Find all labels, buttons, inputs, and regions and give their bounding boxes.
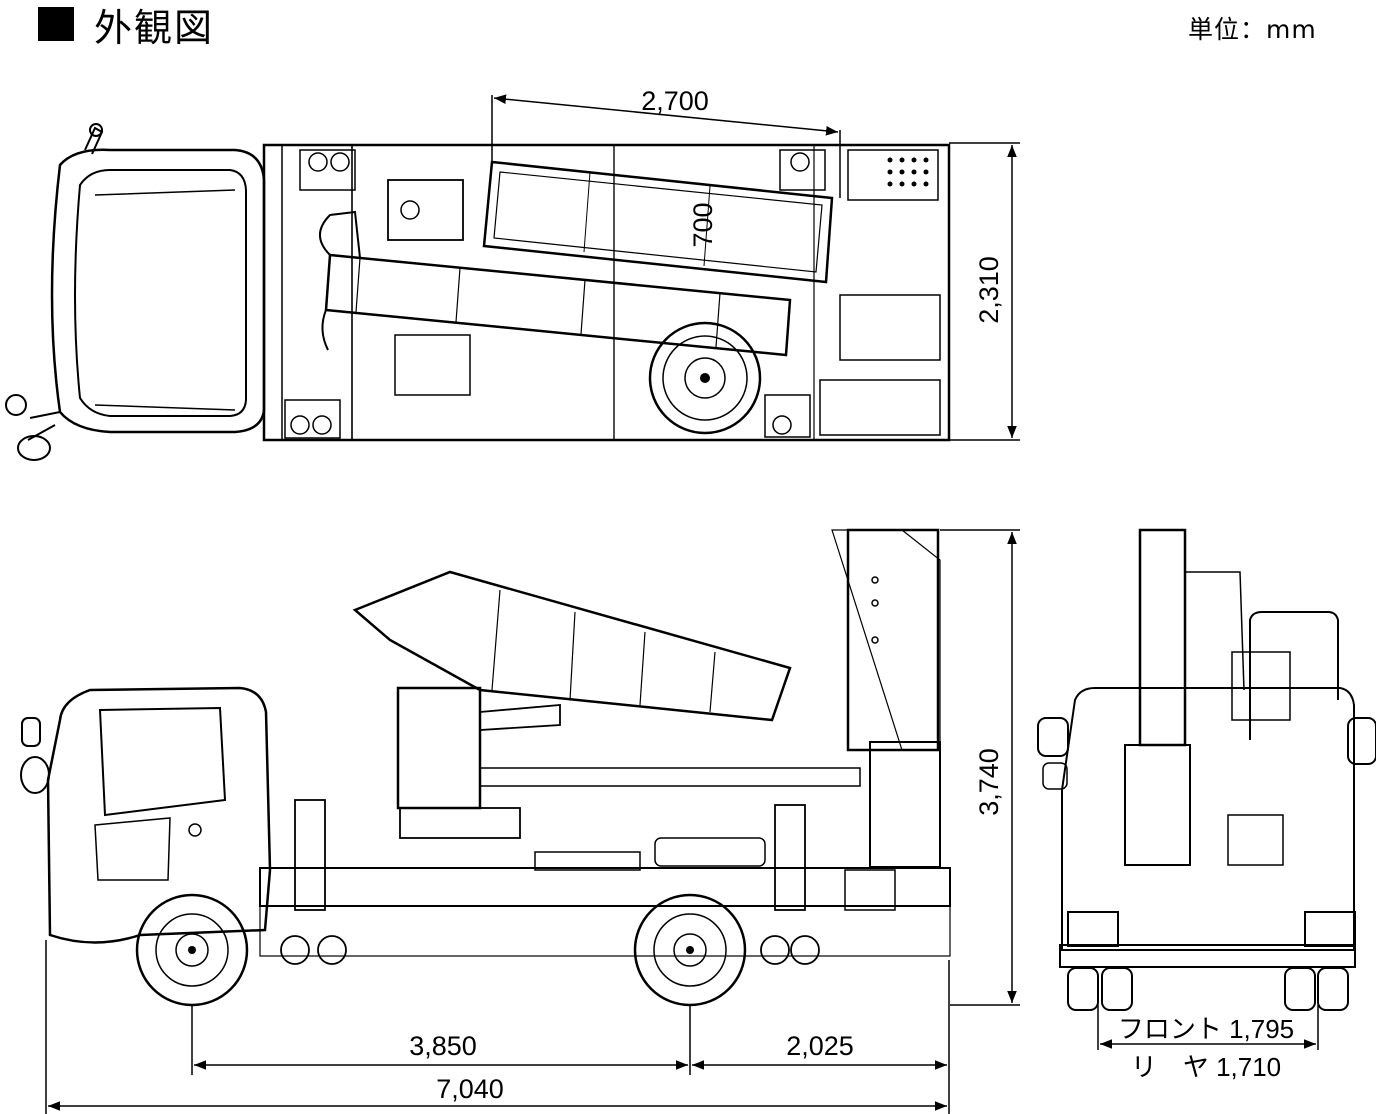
dim-tread <box>1097 1005 1319 1050</box>
dim-overall-length <box>45 940 947 1114</box>
dim-vehicle-height <box>940 529 1020 1006</box>
top-rear-wheel <box>648 321 762 435</box>
dim-label-vehicle-width: 2,310 <box>974 256 1004 324</box>
side-cab-door <box>94 817 171 881</box>
dim-label-bucket-width: 700 <box>688 202 718 247</box>
title-text: 外観図 <box>94 5 215 50</box>
side-view <box>20 528 1020 1114</box>
top-cab-roof <box>74 169 247 417</box>
side-cab-outline <box>46 686 272 944</box>
dim-boom-length <box>491 94 841 198</box>
side-mirror <box>20 717 50 794</box>
rear-view <box>1037 528 1376 1050</box>
rear-wheels <box>1067 967 1349 1011</box>
top-cab-outline <box>50 148 266 434</box>
title-bullet-square <box>38 7 74 41</box>
side-rear-wheel <box>633 893 747 1007</box>
rear-bumper <box>1059 944 1356 968</box>
side-outrigger-feet <box>280 799 820 965</box>
top-outriggers <box>284 149 826 439</box>
top-rear-platform <box>847 149 939 201</box>
side-turret <box>396 686 482 810</box>
top-view <box>5 94 1020 461</box>
top-boom <box>319 210 792 357</box>
dim-wheelbase <box>191 960 950 1114</box>
side-chassis-frame <box>259 867 951 907</box>
rear-lamp-right <box>1304 911 1356 947</box>
top-bucket <box>482 160 834 284</box>
dim-label-wheelbase: 3,850 <box>409 1031 477 1061</box>
rear-handrail <box>1249 611 1339 740</box>
rear-mirror-right <box>1347 717 1376 765</box>
dim-label-vehicle-height: 3,740 <box>974 748 1004 816</box>
rear-mirror-left <box>1037 717 1069 757</box>
top-control-box <box>387 179 464 241</box>
top-mirror-front <box>84 123 104 155</box>
dim-label-front-tread: フロント 1,795 <box>1118 1014 1294 1044</box>
rear-cab-outline <box>1061 687 1355 951</box>
side-bucket-post <box>831 528 941 868</box>
dim-label-boom-length: 2,700 <box>641 86 709 116</box>
side-boom <box>352 570 792 731</box>
dim-label-overall-length: 7,040 <box>436 1074 504 1104</box>
dim-vehicle-width <box>949 142 1020 441</box>
drawing-title: 外観図 <box>38 0 214 50</box>
unit-label: 単位：mm <box>1188 15 1317 44</box>
side-cab-window <box>98 706 227 817</box>
rear-bucket-post <box>1124 528 1245 866</box>
top-mirror-side <box>5 394 61 461</box>
rear-lamp-left <box>1067 911 1119 947</box>
dim-label-rear-tread: リ ヤ 1,710 <box>1131 1052 1281 1082</box>
top-chassis <box>262 143 951 442</box>
side-front-wheel <box>135 893 249 1007</box>
dim-label-rear-overhang: 2,025 <box>786 1031 854 1061</box>
